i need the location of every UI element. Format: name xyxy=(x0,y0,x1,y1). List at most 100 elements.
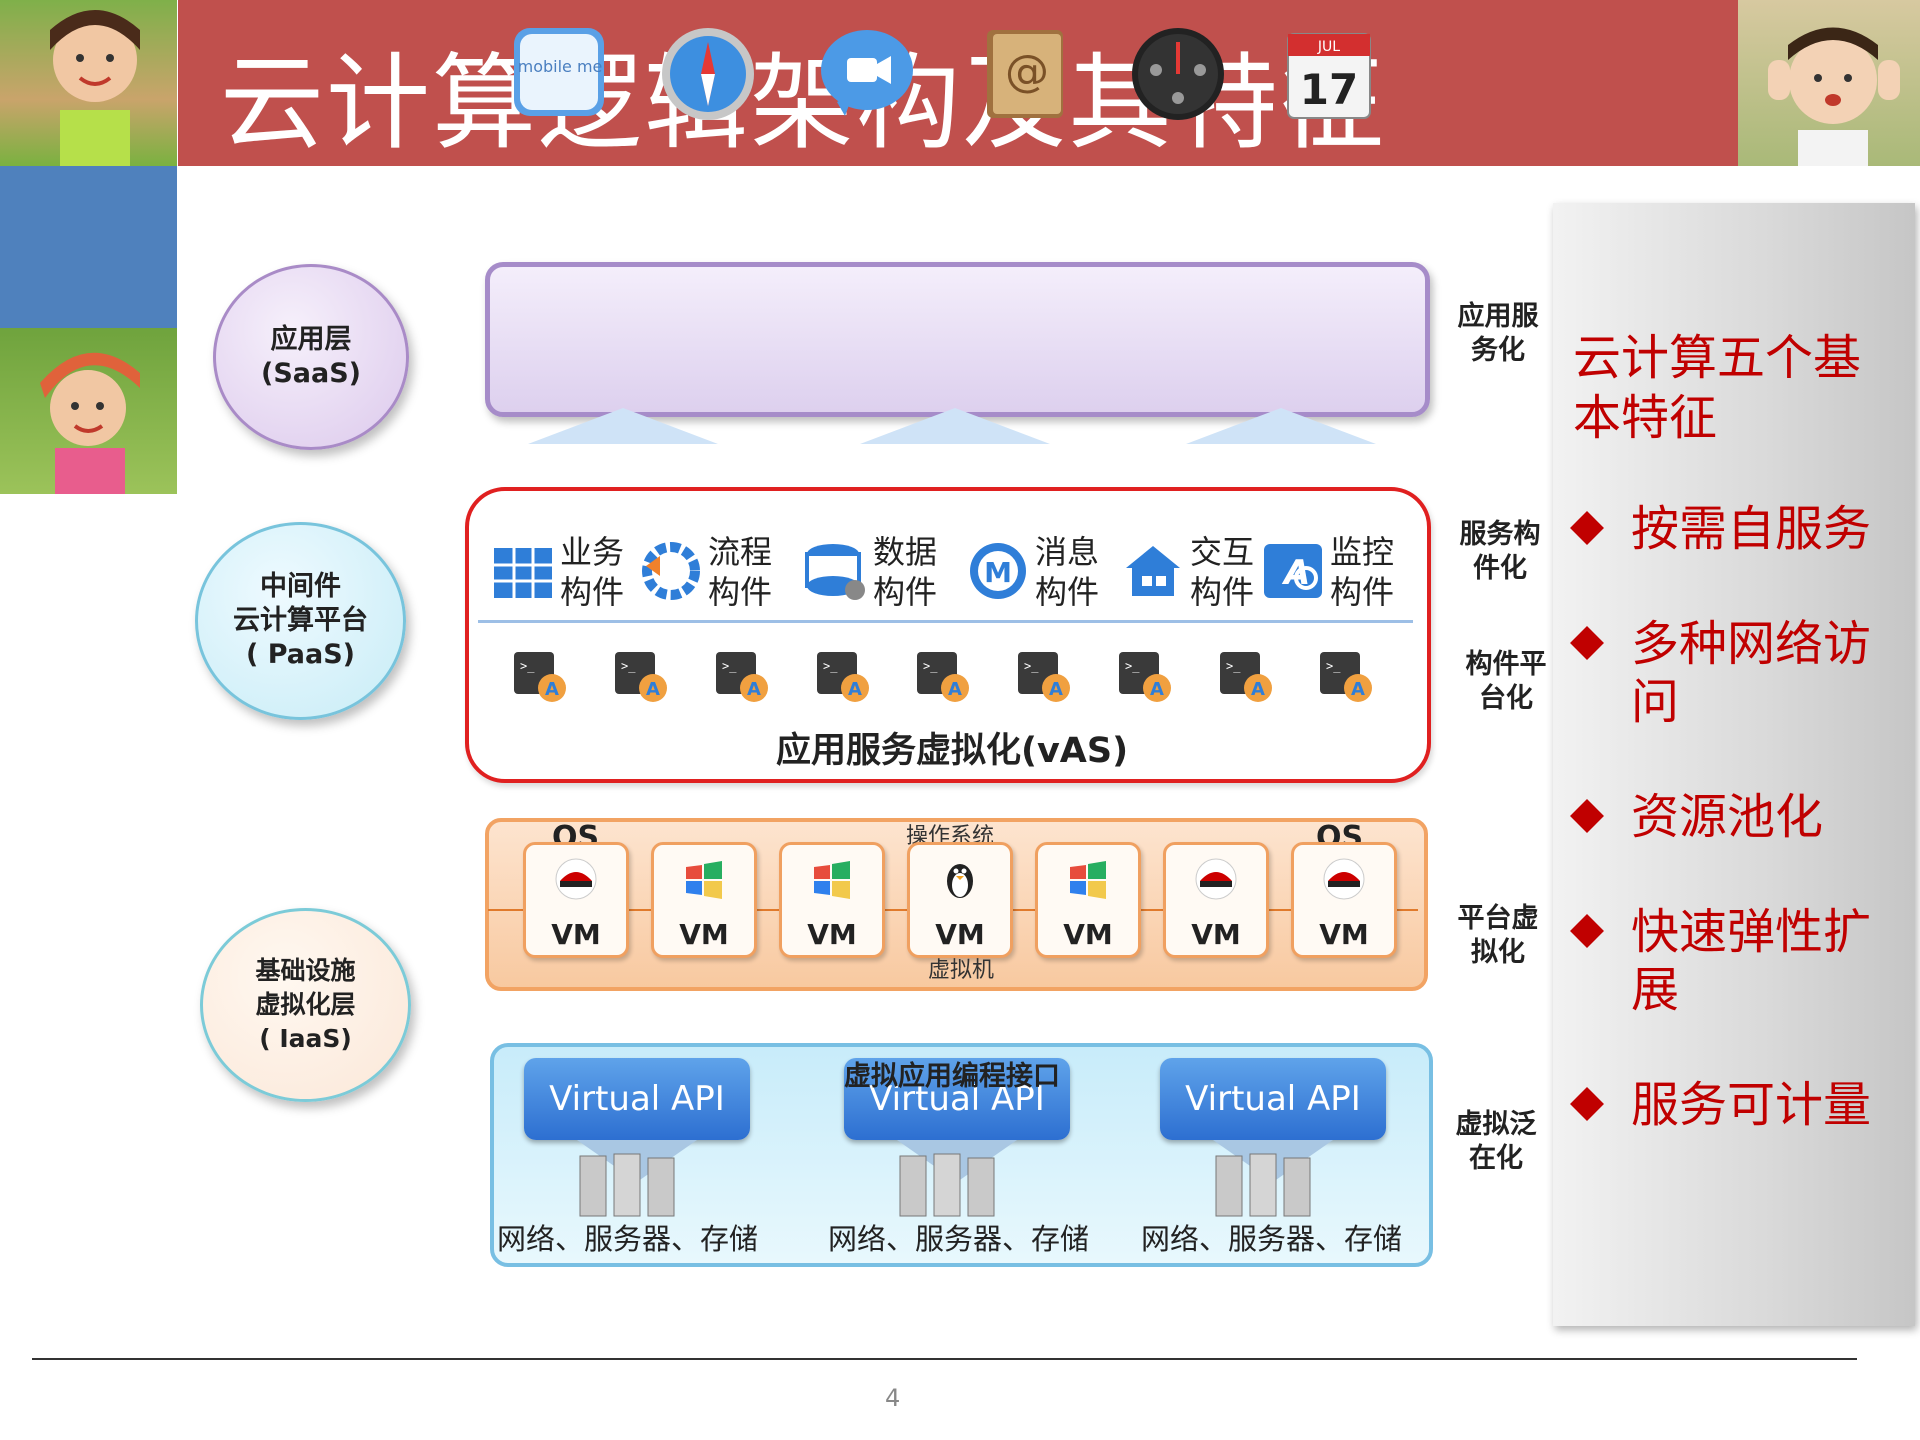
vm-card: VM xyxy=(523,842,629,958)
dashboard-icon xyxy=(1128,24,1228,124)
svg-text:>_: >_ xyxy=(1226,659,1241,673)
mobileme-icon: mobile me xyxy=(510,24,610,124)
svg-text:>_: >_ xyxy=(621,659,636,673)
layer-paas-label: 中间件 云计算平台 ( PaaS) xyxy=(233,571,368,670)
component-message: M 消息 构件 xyxy=(965,532,1115,612)
server-rack-icon xyxy=(1214,1152,1314,1218)
vm-caption: 虚拟机 xyxy=(928,958,995,983)
layer-iaas: 基础设施 虚拟化层 ( IaaS) xyxy=(200,908,411,1102)
footer-line xyxy=(32,1358,1857,1360)
page-number: 4 xyxy=(885,1384,901,1412)
vm-label: VM xyxy=(551,918,601,951)
features-heading: 云计算五个基本特征 xyxy=(1573,330,1862,446)
message-icon: M xyxy=(970,543,1026,599)
virtual-api-box-1: Virtual API xyxy=(524,1058,750,1140)
vm-label: VM xyxy=(1319,918,1369,951)
svg-text:>_: >_ xyxy=(923,659,938,673)
monitor-gear-icon: A xyxy=(1264,544,1322,598)
calendar-icon: JUL 17 xyxy=(1280,24,1380,124)
svg-text:>_: >_ xyxy=(1125,659,1140,673)
feature-text: 资源池化 xyxy=(1631,789,1824,845)
svg-text:A: A xyxy=(1150,679,1164,700)
svg-text:>_: >_ xyxy=(722,659,737,673)
component-business-label: 业务 构件 xyxy=(560,533,625,611)
terminal-app-icon: >_A xyxy=(1218,648,1274,704)
vas-label: 应用服务虚拟化(vAS) xyxy=(776,731,1129,771)
terminal-app-icon: >_ A xyxy=(512,648,568,704)
calendar-day: 17 xyxy=(1300,65,1358,114)
video-chat-icon xyxy=(817,24,917,124)
diamond-bullet-icon xyxy=(1570,914,1604,948)
terminal-app-icon: >_A xyxy=(1318,648,1374,704)
layer-iaas-label: 基础设施 虚拟化层 ( IaaS) xyxy=(255,956,356,1053)
database-icon xyxy=(805,544,865,600)
terminal-app-icon: >_ A xyxy=(613,648,669,704)
svg-text:A: A xyxy=(747,679,761,700)
vm-card: VM xyxy=(1163,842,1269,958)
layer-paas: 中间件 云计算平台 ( PaaS) xyxy=(195,522,406,720)
windows-icon xyxy=(682,857,726,901)
feature-text: 服务可计量 xyxy=(1631,1077,1872,1133)
svg-text:A: A xyxy=(948,679,962,700)
component-monitor-label: 监控 构件 xyxy=(1330,533,1395,611)
vm-card: VM xyxy=(651,842,757,958)
diamond-bullet-icon xyxy=(1570,626,1604,660)
component-message-label: 消息 构件 xyxy=(1035,533,1100,611)
child-photo-top-right xyxy=(1738,0,1920,166)
diamond-bullet-icon xyxy=(1570,1087,1604,1121)
paas-panel xyxy=(465,487,1431,783)
safari-compass-icon xyxy=(658,24,758,124)
layer-saas: 应用层 (SaaS) xyxy=(213,264,409,450)
terminal-app-icon: >_A xyxy=(1016,648,1072,704)
feature-text: 按需自服务 xyxy=(1631,501,1872,557)
terminal-app-icon: >_ A xyxy=(915,648,971,704)
resource-label-1: 网络、服务器、存储 xyxy=(497,1222,759,1256)
vm-card: VM xyxy=(1035,842,1141,958)
windows-icon xyxy=(1066,857,1110,901)
svg-text:A: A xyxy=(545,679,559,700)
svg-text:@: @ xyxy=(1005,46,1049,97)
redhat-icon xyxy=(554,857,598,901)
svg-text:>_: >_ xyxy=(823,659,838,673)
features-panel xyxy=(1553,203,1915,1326)
child-photo-left xyxy=(0,328,177,494)
redhat-icon xyxy=(1322,857,1366,901)
calendar-month: JUL xyxy=(1317,39,1340,55)
virtual-api-box-3: Virtual API xyxy=(1160,1058,1386,1140)
server-rack-icon xyxy=(898,1152,998,1218)
svg-text:M: M xyxy=(984,556,1012,589)
blue-accent-block xyxy=(0,166,177,328)
vm-label: VM xyxy=(679,918,729,951)
linux-penguin-icon xyxy=(938,857,982,901)
vm-label: VM xyxy=(807,918,857,951)
svg-text:>_: >_ xyxy=(1326,659,1341,673)
component-interaction: 交互 构件 xyxy=(1120,532,1270,612)
title-bar xyxy=(178,0,1738,166)
component-process-label: 流程 构件 xyxy=(708,533,773,611)
mobileme-text: mobile me xyxy=(518,57,603,76)
cube-grid-icon xyxy=(494,548,552,598)
component-data: 数据 构件 xyxy=(803,532,953,612)
svg-text:>_: >_ xyxy=(520,659,535,673)
terminal-app-icon: >_ A xyxy=(714,648,770,704)
feature-item: 多种网络访问 xyxy=(1570,615,1905,731)
resource-label-3: 网络、服务器、存储 xyxy=(1141,1222,1403,1256)
vm-label: VM xyxy=(935,918,985,951)
up-arrow-1 xyxy=(528,408,718,444)
svg-text:A: A xyxy=(646,679,660,700)
cycle-icon xyxy=(642,542,700,600)
feature-item: 服务可计量 xyxy=(1570,1076,1905,1136)
child-photo-top-left xyxy=(0,0,177,166)
feature-item: 资源池化 xyxy=(1570,788,1905,848)
component-business: 业务 构件 xyxy=(490,532,640,612)
component-process: 流程 构件 xyxy=(638,532,788,612)
side-label-app-service: 应用服 务化 xyxy=(1457,301,1539,366)
redhat-icon xyxy=(1194,857,1238,901)
windows-icon xyxy=(810,857,854,901)
diamond-bullet-icon xyxy=(1570,799,1604,833)
feature-item: 快速弹性扩展 xyxy=(1570,903,1905,1019)
vm-card: VM xyxy=(779,842,885,958)
component-data-label: 数据 构件 xyxy=(873,533,938,611)
side-label-service-component: 服务构 件化 xyxy=(1459,519,1541,584)
up-arrow-3 xyxy=(1186,408,1376,444)
